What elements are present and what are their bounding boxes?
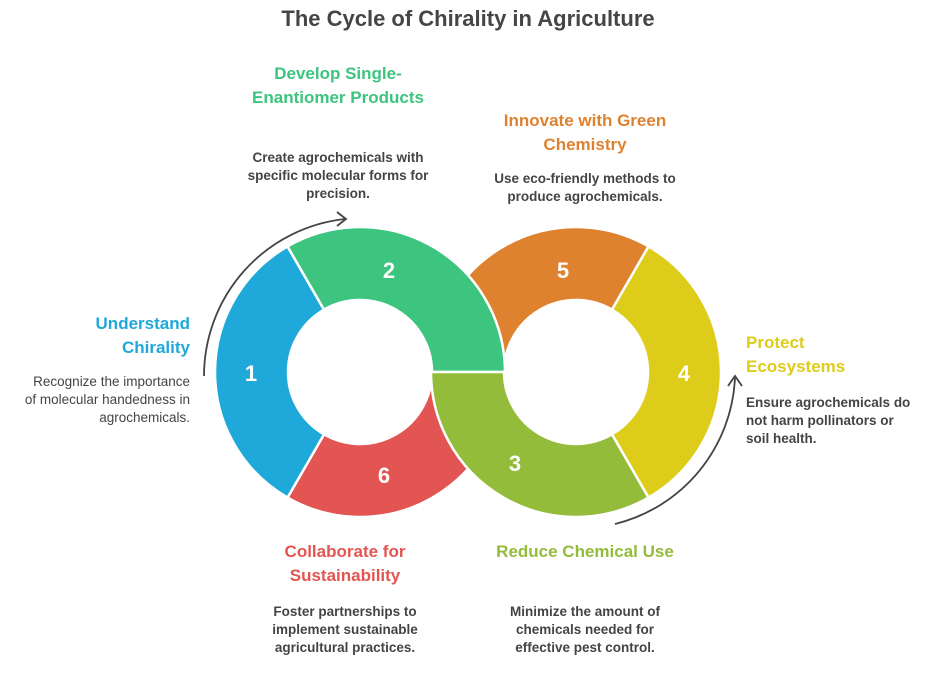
step-3-segment xyxy=(429,370,651,519)
step-2-description: Create agrochemicals with specific molec… xyxy=(247,150,429,201)
step-6-description: Foster partnerships to implement sustain… xyxy=(272,604,418,655)
right-cycle-arrow-icon xyxy=(614,374,743,525)
step-4-number: 4 xyxy=(678,361,691,386)
left-cycle-arrow-icon xyxy=(203,211,348,377)
step-1-title: Understand Chirality xyxy=(95,314,190,357)
step-1-segment xyxy=(213,244,326,500)
step-5-number: 5 xyxy=(557,258,569,283)
step-2-title: Develop Single-Enantiomer Products xyxy=(252,64,424,107)
step-4-segment xyxy=(610,244,723,500)
step-3-title: Reduce Chemical Use xyxy=(496,542,674,561)
step-2-segment xyxy=(285,225,507,374)
step-1-number: 1 xyxy=(245,361,257,386)
step-5-title: Innovate with Green Chemistry xyxy=(503,111,667,154)
step-3-number: 3 xyxy=(509,451,521,476)
step-3-description: Minimize the amount of chemicals needed … xyxy=(510,604,660,655)
step-2-number: 2 xyxy=(383,258,395,283)
step-6-number: 6 xyxy=(378,463,390,488)
diagram-title: The Cycle of Chirality in Agriculture xyxy=(281,6,655,31)
step-6-title: Collaborate for Sustainability xyxy=(284,542,406,585)
step-1-description: Recognize the importance of molecular ha… xyxy=(24,374,190,425)
step-5-description: Use eco-friendly methods to produce agro… xyxy=(494,171,676,204)
step-4-title: Protect Ecosystems xyxy=(746,333,846,376)
step-4-description: Ensure agrochemicals do not harm pollina… xyxy=(746,395,911,446)
